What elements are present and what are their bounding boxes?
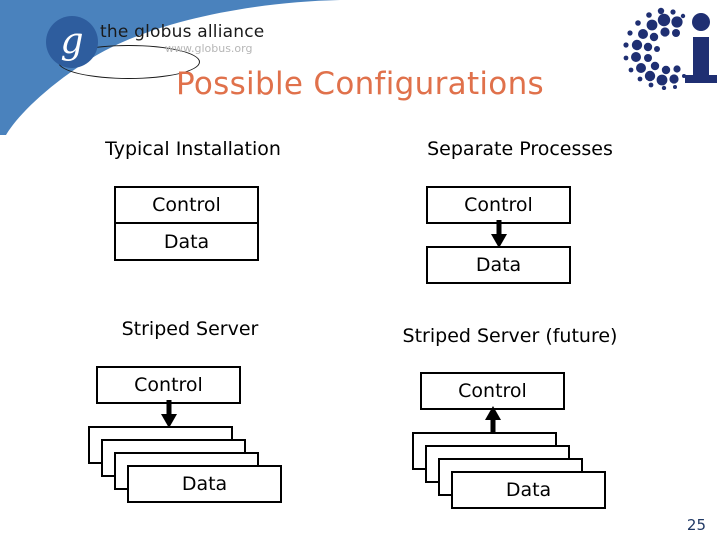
box-data-striped-future-layer-1[interactable]: Data [451,471,606,509]
arrow-down-striped [154,400,184,434]
box-control-typical[interactable]: Control [114,186,259,224]
box-data-striped-layer-1[interactable]: Data [127,465,282,503]
ci-logo [617,4,717,91]
box-control-striped-future[interactable]: Control [420,372,565,410]
page-number: 25 [686,516,706,534]
arrow-up-icon [485,406,501,434]
arrow-down-separate [484,220,514,254]
arrow-down-icon [161,400,177,428]
box-control-striped[interactable]: Control [96,366,241,404]
panel-title-striped-server-future: Striped Server (future) [402,325,618,347]
box-data-typical[interactable]: Data [114,224,259,261]
page-title: Possible Configurations [176,66,544,102]
globus-url-text: www.globus.org [165,42,253,55]
panel-title-separate-processes: Separate Processes [427,138,613,160]
globus-wordmark: the globus alliance [100,22,265,42]
box-data-separate[interactable]: Data [426,246,571,284]
arrow-down-icon [491,220,507,248]
panel-title-striped-server: Striped Server [121,318,259,340]
arrow-up-striped-future [478,406,508,440]
box-control-separate[interactable]: Control [426,186,571,224]
globus-alliance-logo: g the globus alliance www.globus.org [40,12,270,79]
globus-circle-icon [46,16,98,68]
ci-logo-mark-icon [623,7,717,91]
globus-g-letter: g [60,21,84,62]
panel-title-typical-installation: Typical Installation [105,138,281,160]
